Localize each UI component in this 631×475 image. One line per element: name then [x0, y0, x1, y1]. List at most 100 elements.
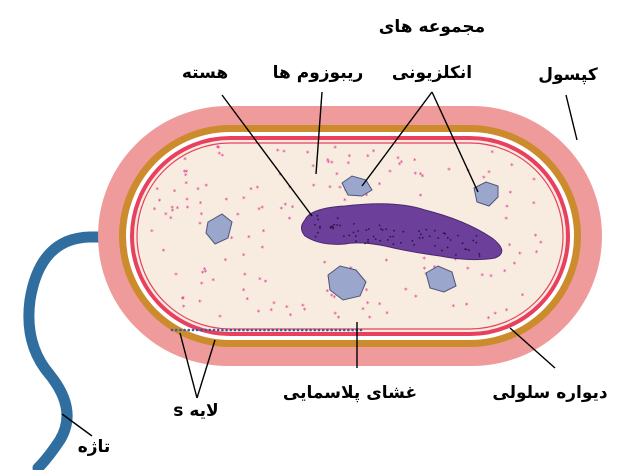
ribosome: * — [276, 148, 280, 156]
ribosome: * — [480, 272, 484, 280]
ribosome: * — [513, 261, 517, 269]
dna-dot — [314, 224, 316, 226]
s-layer-dot — [192, 329, 195, 332]
dna-dot — [337, 217, 339, 219]
ribosome: * — [518, 251, 522, 259]
ribosome: * — [447, 167, 451, 175]
ribosome: * — [262, 228, 266, 236]
ribosome: * — [372, 148, 376, 156]
ribosome: * — [534, 233, 538, 241]
dna-dot — [317, 219, 319, 221]
ribosome: * — [466, 266, 470, 274]
s-layer-dot — [330, 329, 333, 332]
ribosome: * — [264, 278, 268, 286]
ribosome: * — [199, 200, 203, 208]
ribosome: * — [198, 220, 202, 228]
ribosome: * — [282, 149, 286, 157]
s-layer-dot — [360, 329, 363, 332]
ribosome: * — [186, 205, 190, 213]
ribosome: * — [385, 258, 389, 266]
dna-dot — [387, 239, 389, 241]
dna-dot — [379, 240, 381, 242]
s-layer-dot — [209, 329, 212, 332]
dna-dot — [462, 242, 464, 244]
s-layer-dot — [263, 329, 266, 332]
dna-dot — [464, 248, 466, 250]
ribosome: * — [327, 159, 331, 167]
ribosome: * — [150, 228, 154, 236]
s-layer-dot — [200, 329, 203, 332]
dna-dot — [317, 232, 319, 234]
dna-dot — [353, 232, 355, 234]
ribosome: * — [249, 186, 253, 194]
dna-dot — [478, 253, 480, 255]
dna-dot — [365, 229, 367, 231]
s-layer-dot — [343, 329, 346, 332]
ribosome: * — [183, 156, 187, 164]
ribosome: * — [508, 242, 512, 250]
s-layer-dot — [259, 329, 262, 332]
ribosome: * — [289, 312, 293, 320]
ribosome: * — [184, 180, 188, 188]
dna-dot — [447, 247, 449, 249]
ribosome: * — [535, 249, 539, 257]
ribosome: * — [170, 205, 174, 213]
dna-dot — [425, 229, 427, 231]
dna-dot — [348, 235, 350, 237]
s-layer-dot — [246, 329, 249, 332]
dna-dot — [319, 227, 321, 229]
ribosome: * — [218, 314, 222, 322]
ribosome: * — [183, 169, 187, 177]
dna-dot — [367, 239, 369, 241]
ribosome: * — [414, 294, 418, 302]
dna-dot — [393, 230, 395, 232]
s-layer-dot — [234, 329, 237, 332]
dna-dot — [479, 255, 481, 257]
ribosome: * — [396, 155, 400, 163]
ribosome: * — [301, 303, 305, 311]
dna-dot — [413, 244, 415, 246]
dna-dot — [418, 230, 420, 232]
ribosome: * — [181, 296, 185, 304]
s-layer-dot — [267, 329, 270, 332]
ribosome: * — [366, 153, 370, 161]
s-layer-dot — [188, 329, 191, 332]
ribosome: * — [388, 169, 392, 177]
ribosome: * — [306, 150, 310, 158]
ribosome: * — [509, 190, 513, 198]
dna-dot — [333, 224, 335, 226]
s-layer-dot — [339, 329, 342, 332]
ribosome: * — [224, 257, 228, 265]
ribosome: * — [368, 314, 372, 322]
ribosome: * — [487, 315, 491, 323]
label-nucleus: هسته — [182, 63, 228, 83]
dna-dot — [441, 250, 443, 252]
s-layer-dot — [217, 329, 220, 332]
ribosome: * — [284, 202, 288, 210]
ribosome: * — [260, 205, 264, 213]
s-layer-dot — [280, 329, 283, 332]
ribosome: * — [261, 245, 265, 253]
ribosome: * — [414, 171, 418, 179]
s-layer-dot — [309, 329, 312, 332]
ribosome: * — [521, 292, 525, 300]
ribosome: * — [162, 247, 166, 255]
ribosome: * — [242, 287, 246, 295]
ribosome: * — [230, 235, 234, 243]
s-layer-dot — [326, 329, 329, 332]
ribosome: * — [504, 216, 508, 224]
ribosome: * — [182, 303, 186, 311]
label-s-layer: لایه s — [173, 401, 218, 421]
s-layer-dot — [230, 329, 233, 332]
dna-dot — [444, 233, 446, 235]
dna-dot — [392, 243, 394, 245]
dna-dot — [339, 225, 341, 227]
dna-dot — [330, 227, 332, 229]
ribosome: * — [335, 171, 339, 179]
dna-dot — [457, 235, 459, 237]
ribosome: * — [326, 288, 330, 296]
leader-line-capsule — [566, 95, 577, 140]
ribosome: * — [489, 273, 493, 281]
